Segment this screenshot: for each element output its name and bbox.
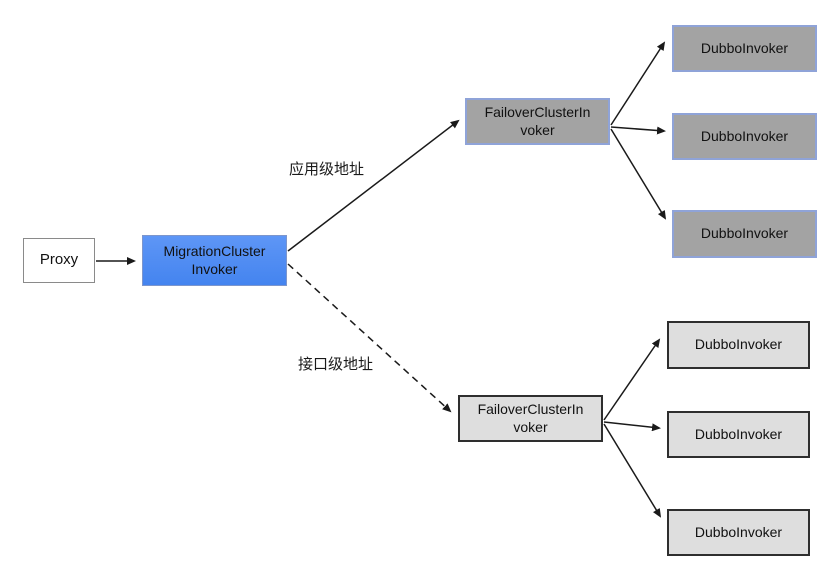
edge-failover-app-to-dubbo-2 [610, 126, 666, 135]
node-dubbo-invoker-app-3: DubboInvoker [672, 210, 817, 258]
edge-failover-app-to-dubbo-3 [610, 128, 667, 220]
edge-failover-if-to-dubbo-1 [603, 338, 661, 421]
node-dubbo-invoker-interface-1: DubboInvoker [667, 321, 810, 369]
node-failover-cluster-invoker-interface: FailoverClusterIn voker [458, 395, 603, 442]
edge-failover-app-to-dubbo-1 [610, 41, 666, 126]
edge-migration-to-failover-interface [287, 263, 452, 413]
edge-failover-if-to-dubbo-3 [603, 423, 662, 518]
edge-label-interface-level-address: 接口级地址 [298, 356, 374, 373]
node-dubbo-invoker-app-2: DubboInvoker [672, 113, 817, 160]
node-dubbo-invoker-interface-2: DubboInvoker [667, 411, 810, 458]
node-migration-cluster-invoker: MigrationCluster Invoker [142, 235, 287, 286]
node-failover-cluster-invoker-app: FailoverClusterIn voker [465, 98, 610, 145]
edge-label-application-level-address: 应用级地址 [289, 161, 365, 178]
edge-migration-to-failover-app [287, 119, 460, 252]
edge-failover-if-to-dubbo-2 [603, 421, 661, 432]
node-proxy: Proxy [23, 238, 95, 283]
node-dubbo-invoker-interface-3: DubboInvoker [667, 509, 810, 556]
node-dubbo-invoker-app-1: DubboInvoker [672, 25, 817, 72]
